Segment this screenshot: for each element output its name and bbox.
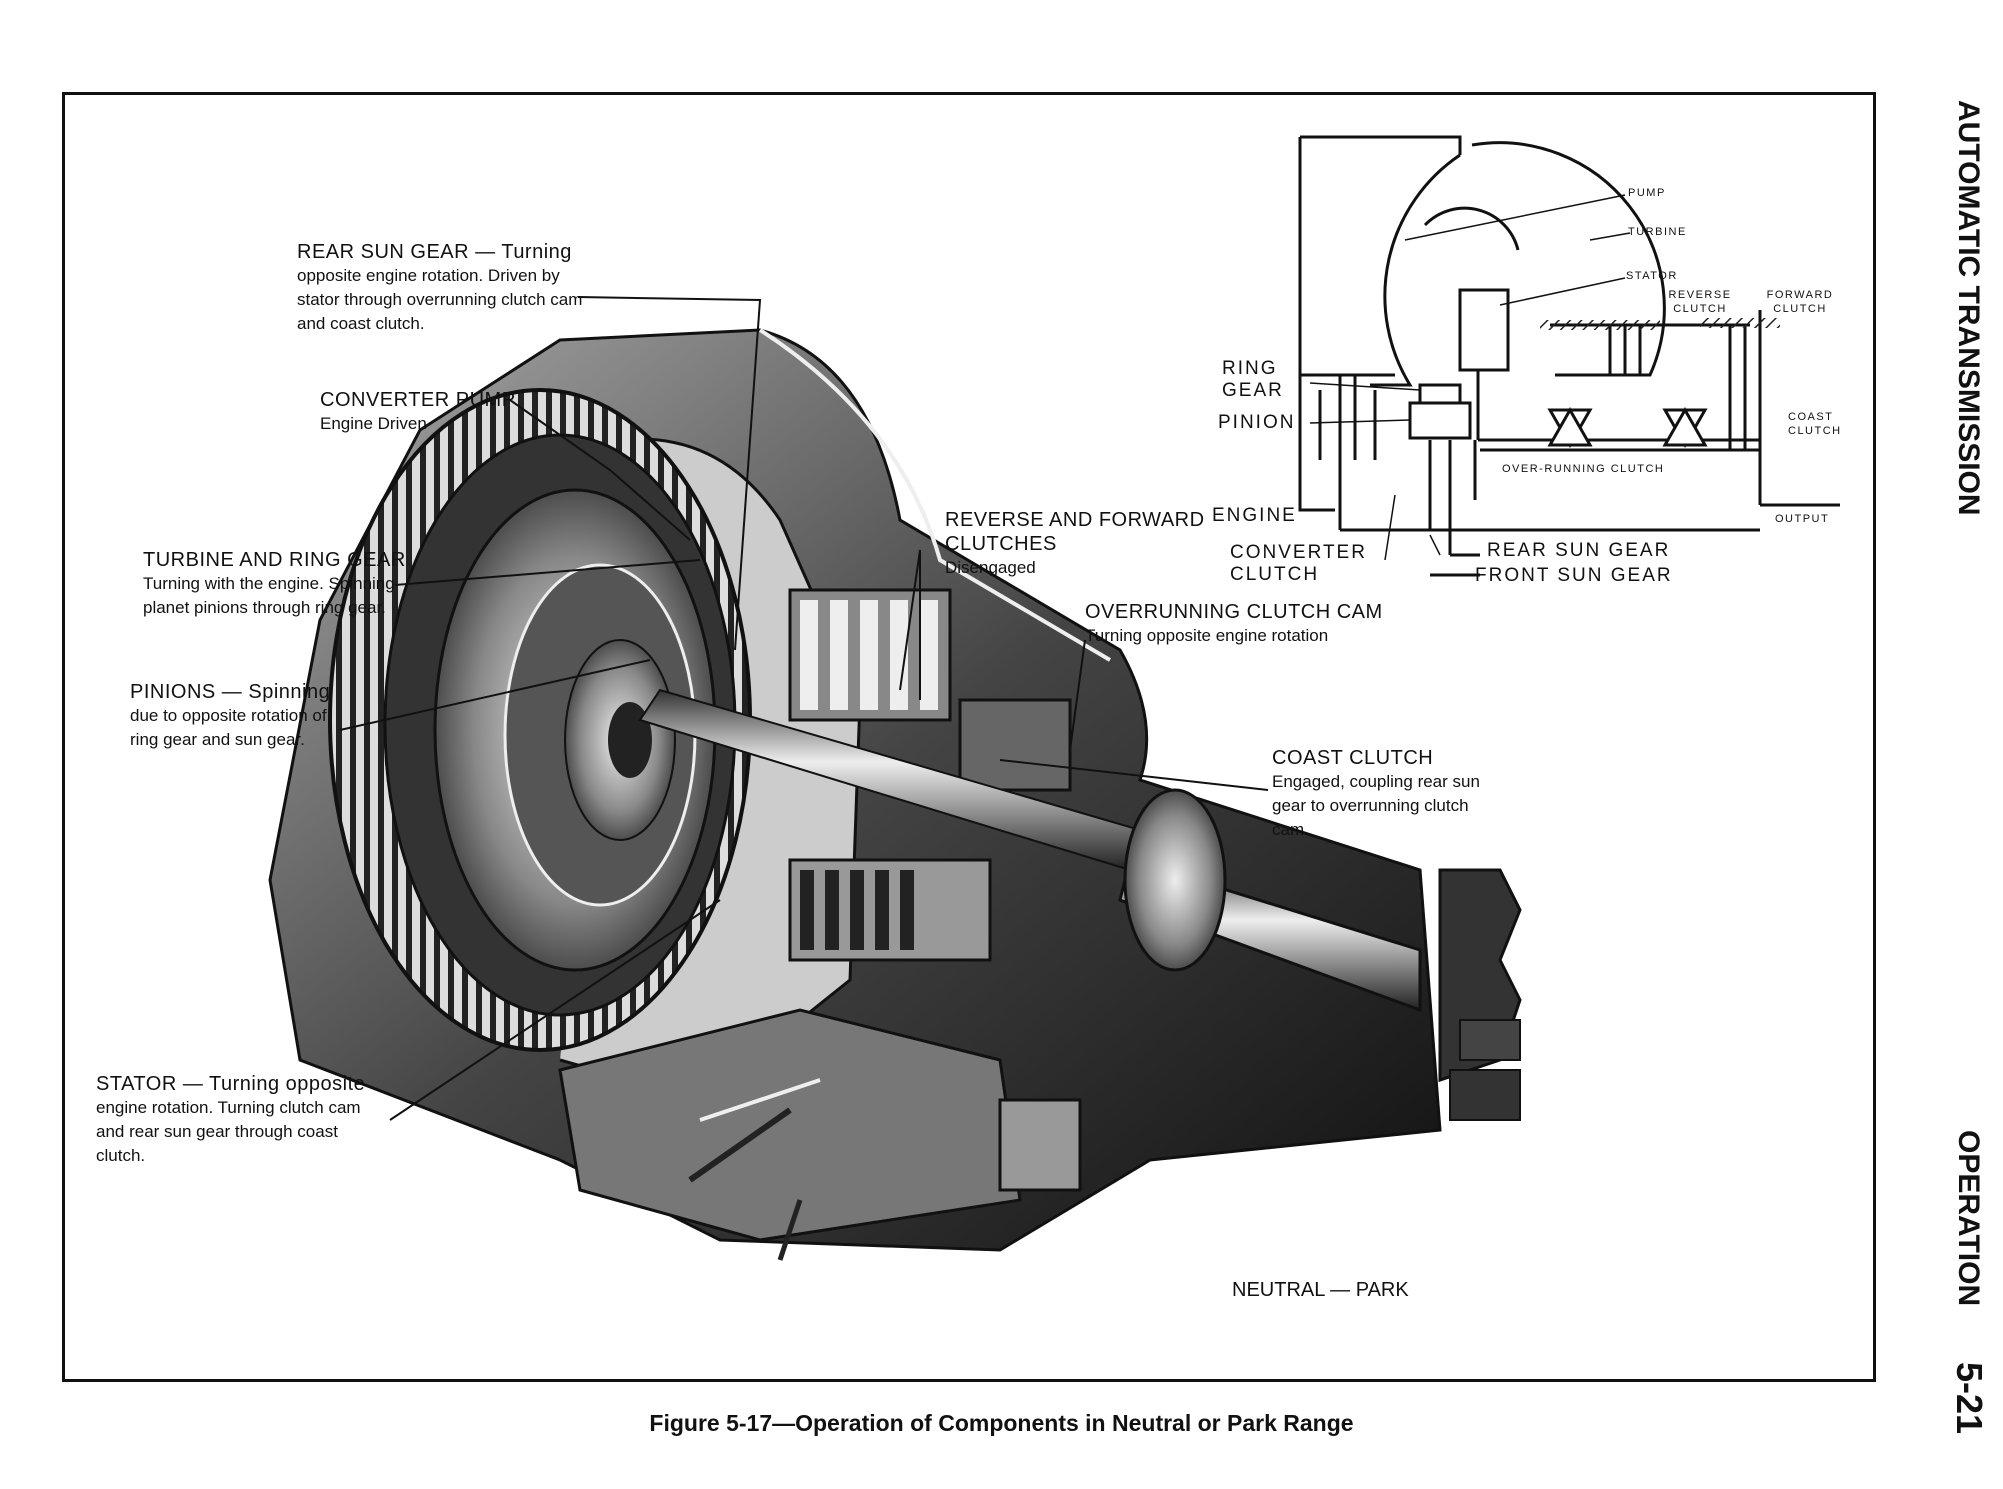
schematic-label-turbine: TURBINE [1628, 226, 1687, 238]
range-label: NEUTRAL — PARK [1232, 1279, 1409, 1301]
valve-body [558, 1008, 1082, 1261]
figure-frame [62, 92, 1876, 1382]
schematic-label-converter-clutch: CONVERTER CLUTCH [1230, 542, 1367, 585]
callout-title: COAST CLUTCH [1272, 747, 1434, 769]
schematic-label-engine: ENGINE [1212, 505, 1297, 526]
callout-title-line2: CLUTCHES [945, 533, 1057, 555]
schematic-label-front-sun-gear: FRONT SUN GEAR [1475, 565, 1673, 586]
callout-stator: STATOR — Turning opposite engine rotatio… [96, 1072, 386, 1168]
schematic-leaders [1309, 194, 1631, 561]
callout-description: opposite engine rotation. Driven by stat… [297, 266, 583, 333]
schematic-label-forward-clutch: FORWARD CLUTCH [1766, 289, 1834, 315]
callout-pinions: PINIONS — Spinning due to opposite rotat… [130, 680, 345, 752]
callout-reverse-forward-clutches: REVERSE AND FORWARD CLUTCHES Disengaged [945, 508, 1235, 580]
callout-title: TURBINE AND RING GEAR [143, 549, 406, 571]
schematic-label-output: OUTPUT [1775, 513, 1830, 525]
schematic-label-ring-gear: RING GEAR [1222, 358, 1284, 401]
callout-description: engine rotation. Turning clutch cam and … [96, 1098, 361, 1165]
schematic-label-rear-sun-gear: REAR SUN GEAR [1487, 540, 1671, 561]
schematic-label-pump: PUMP [1628, 187, 1666, 199]
leader-lines [339, 296, 1269, 1121]
clutch-packs [788, 588, 1072, 962]
schematic-label-stator: STATOR [1626, 270, 1678, 282]
callout-converter-pump: CONVERTER PUMP Engine Driven [320, 388, 560, 436]
section-title: AUTOMATIC TRANSMISSION [1952, 100, 1985, 516]
schematic-label-pinion: PINION [1218, 412, 1296, 433]
callout-title: OVERRUNNING CLUTCH CAM [1085, 601, 1383, 623]
callout-description: Engine Driven [320, 414, 427, 433]
callout-description: Turning with the engine. Spinning planet… [143, 574, 395, 617]
callout-title: REVERSE AND FORWARD [945, 509, 1205, 531]
subsection-title: OPERATION [1952, 1130, 1985, 1307]
callout-coast-clutch: COAST CLUTCH Engaged, coupling rear sun … [1272, 746, 1507, 842]
callout-title: CONVERTER PUMP [320, 389, 516, 411]
schematic-label-overrunning-clutch: OVER-RUNNING CLUTCH [1502, 463, 1665, 475]
callout-description: Disengaged [945, 558, 1036, 577]
output-flange [1438, 868, 1522, 1121]
callout-description: Engaged, coupling rear sun gear to overr… [1272, 772, 1480, 839]
callout-description: due to opposite rotation of ring gear an… [130, 706, 327, 749]
schematic-label-coast-clutch: COAST CLUTCH [1788, 411, 1842, 437]
power-flow-schematic [1298, 135, 1840, 577]
figure-caption: Figure 5-17—Operation of Components in N… [649, 1410, 1354, 1436]
main-shaft [638, 688, 1422, 1013]
callout-title: PINIONS — Spinning [130, 681, 331, 703]
callout-overrunning-clutch-cam: OVERRUNNING CLUTCH CAM Turning opposite … [1085, 600, 1405, 648]
callout-turbine-ring-gear: TURBINE AND RING GEAR Turning with the e… [143, 548, 408, 620]
callout-title: REAR SUN GEAR — Turning [297, 241, 572, 263]
schematic-label-reverse-clutch: REVERSE CLUTCH [1668, 289, 1732, 315]
callout-title: STATOR — Turning opposite [96, 1073, 366, 1095]
callout-description: Turning opposite engine rotation [1085, 626, 1329, 645]
callout-rear-sun-gear: REAR SUN GEAR — Turning opposite engine … [297, 240, 587, 336]
